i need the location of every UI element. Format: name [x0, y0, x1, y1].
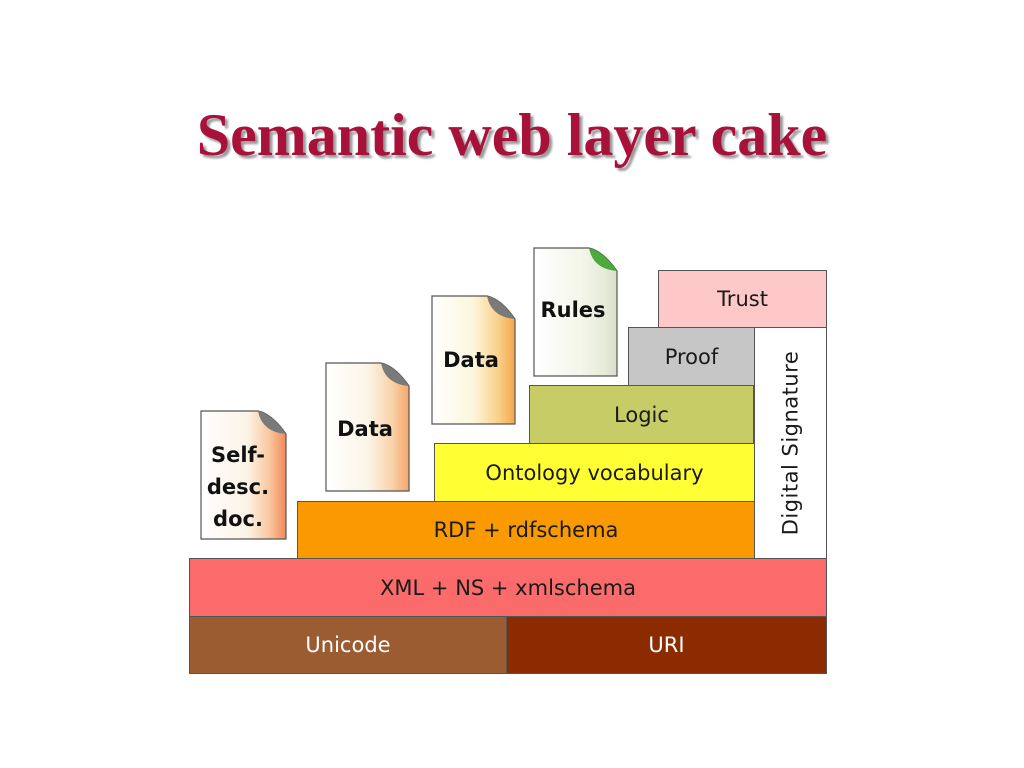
layer-xml: XML + NS + xmlschema — [189, 558, 827, 617]
layer-logic: Logic — [529, 385, 754, 444]
document-self-desc-label-2: desc. — [206, 475, 270, 499]
layer-uri-label: URI — [648, 633, 685, 657]
layer-unicode: Unicode — [189, 616, 507, 674]
layer-proof: Proof — [628, 327, 755, 386]
layer-digital-signature: Digital Signature — [754, 327, 827, 559]
layer-rdf-label: RDF + rdfschema — [433, 518, 619, 542]
document-data-upper-label: Data — [443, 348, 499, 372]
document-data-upper-icon: Data — [431, 295, 517, 425]
layer-logic-label: Logic — [614, 402, 669, 427]
document-rules-icon: Rules — [533, 247, 619, 377]
layer-proof-label: Proof — [664, 344, 719, 369]
layer-rdf: RDF + rdfschema — [297, 501, 755, 559]
layer-trust-label: Trust — [717, 287, 768, 311]
layer-ontology-label: Ontology vocabulary — [485, 460, 704, 485]
layer-xml-label: XML + NS + xmlschema — [380, 575, 636, 600]
layer-unicode-label: Unicode — [305, 633, 391, 657]
document-data-lower-label: Data — [337, 417, 393, 441]
document-self-desc-icon: Self- desc. doc. — [200, 410, 288, 540]
layer-ontology: Ontology vocabulary — [434, 443, 755, 502]
layer-uri: URI — [506, 616, 827, 674]
document-self-desc-label-1: Self- — [210, 443, 266, 467]
layer-digital-signature-label: Digital Signature — [778, 350, 803, 536]
layer-trust: Trust — [658, 270, 827, 328]
document-rules-label: Rules — [540, 298, 606, 322]
slide-title: Semantic web layer cake — [196, 102, 828, 168]
document-self-desc-label-3: doc. — [213, 507, 263, 531]
document-data-lower-icon: Data — [325, 362, 411, 492]
